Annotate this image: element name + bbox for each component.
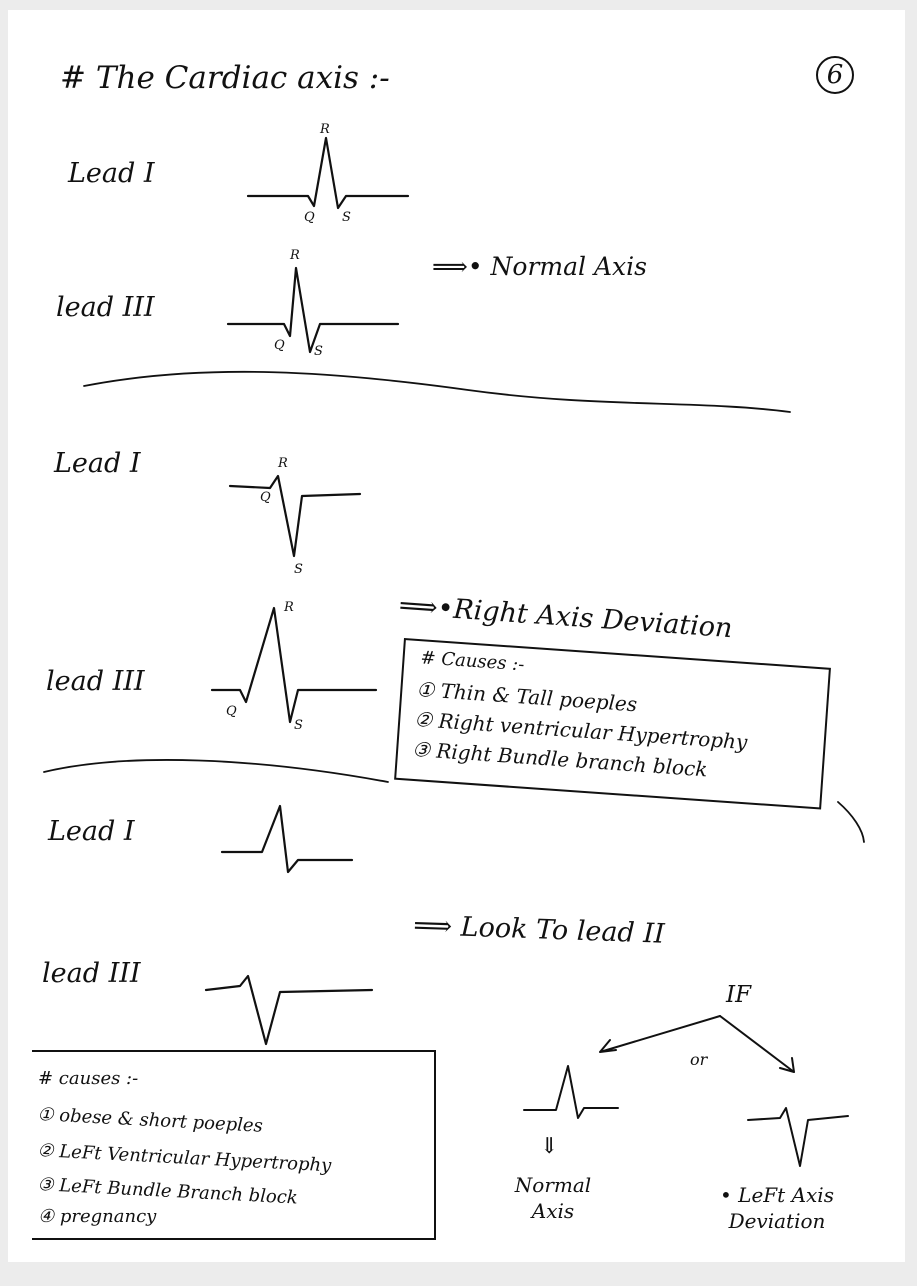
wave-label-s: S xyxy=(294,562,303,577)
option-normal-arrow: ⇓ xyxy=(540,1134,559,1159)
separator-wave xyxy=(43,759,865,843)
ecg-trace-left-lead-3 xyxy=(204,974,374,1046)
ecg-trace-normal-lead-1 xyxy=(246,136,410,210)
ecg-trace-option-left xyxy=(747,1107,849,1167)
lead-label: lead III xyxy=(56,292,155,323)
wave-label-q: Q xyxy=(304,210,315,225)
or-label: or xyxy=(690,1050,708,1069)
wave-label-q: Q xyxy=(260,490,271,505)
cause-item: ② LeFt Ventricular Hypertrophy xyxy=(36,1140,332,1177)
causes-box-left: # causes :- ① obese & short poeples ② Le… xyxy=(32,1050,436,1240)
causes-box-right: # Causes :- ① Thin & Tall poeples ② Righ… xyxy=(394,638,831,810)
ecg-trace-normal-lead-3 xyxy=(226,266,400,354)
ecg-trace-right-lead-1 xyxy=(228,474,362,558)
page-title: # The Cardiac axis :- xyxy=(60,60,390,96)
wave-label-r: R xyxy=(278,456,288,471)
wave-label-s: S xyxy=(342,210,351,225)
ecg-drawings xyxy=(43,136,865,1167)
wave-label-q: Q xyxy=(226,704,237,719)
arrow-left xyxy=(599,1015,721,1053)
arrow-right xyxy=(719,1015,795,1073)
notebook-page: # The Cardiac axis :- 6 Lead I lead III … xyxy=(8,10,905,1262)
separator-wave xyxy=(83,370,791,413)
ecg-trace-left-lead-1 xyxy=(220,804,354,874)
option-left-axis: • LeFt Axis Deviation xyxy=(720,1183,834,1233)
lead-label: Lead I xyxy=(48,816,135,847)
cause-item: ③ LeFt Bundle Branch block xyxy=(36,1174,299,1209)
cause-item: ① obese & short poeples xyxy=(36,1104,264,1137)
lead-label: Lead I xyxy=(68,158,155,189)
wave-label-r: R xyxy=(290,248,300,263)
wave-label-r: R xyxy=(284,600,294,615)
lead-label: lead III xyxy=(42,958,141,989)
ecg-trace-right-lead-3 xyxy=(210,606,378,724)
wave-label-s: S xyxy=(294,718,303,733)
lead-label: Lead I xyxy=(54,448,141,479)
page-number: 6 xyxy=(816,56,854,94)
lead-label: lead III xyxy=(46,666,145,697)
option-normal-axis: Normal Axis xyxy=(514,1173,592,1223)
if-label: IF xyxy=(726,982,752,1008)
cause-item: ④ pregnancy xyxy=(38,1206,157,1227)
result-normal-axis: ⟹• Normal Axis xyxy=(432,252,647,281)
wave-label-r: R xyxy=(320,122,330,137)
wave-label-s: S xyxy=(314,344,323,359)
ecg-trace-option-normal xyxy=(523,1065,619,1119)
causes-heading: # causes :- xyxy=(38,1068,139,1089)
wave-label-q: Q xyxy=(274,338,285,353)
causes-heading: # Causes :- xyxy=(419,647,526,676)
